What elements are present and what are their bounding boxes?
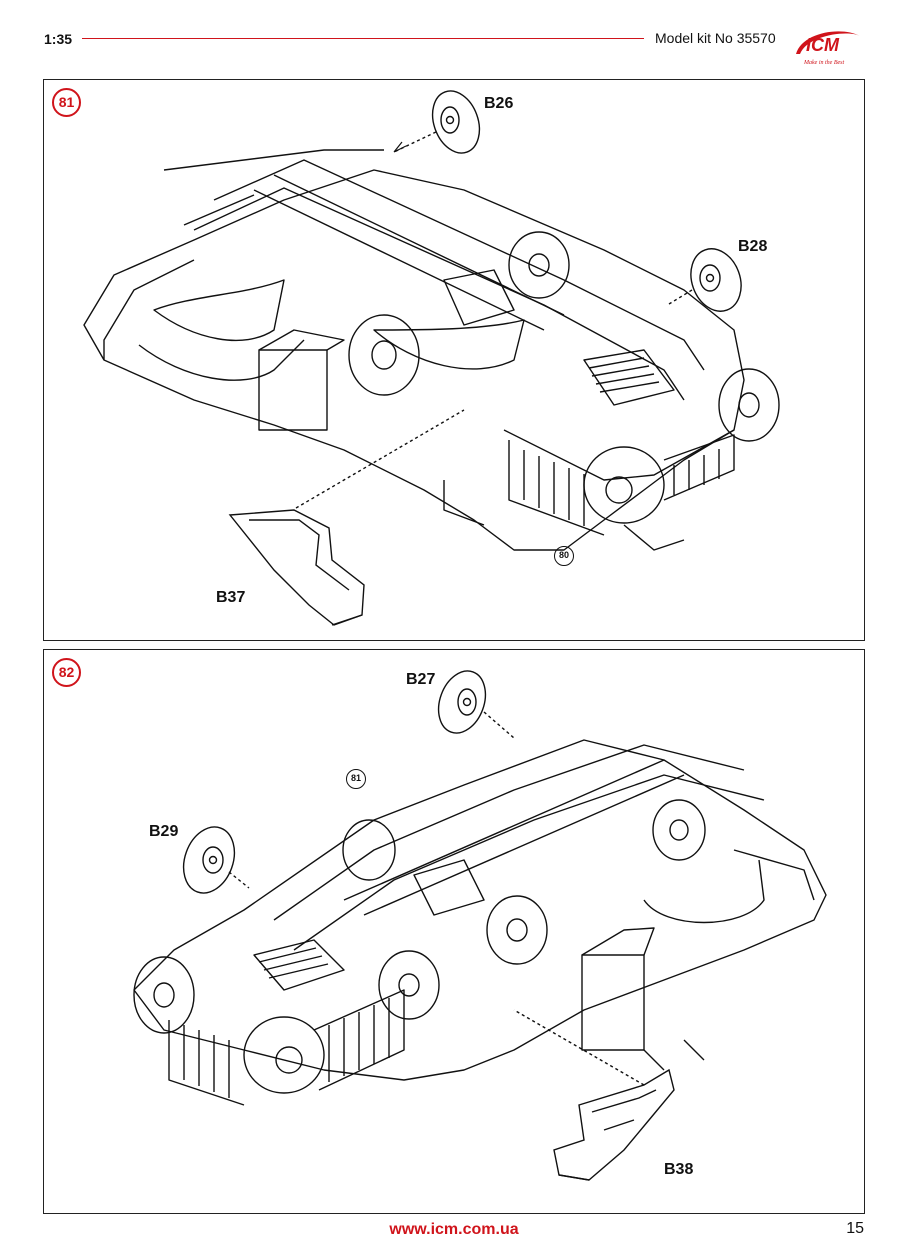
part-label-b28: B28 — [738, 238, 768, 255]
reference-step-80: 80 — [554, 546, 574, 566]
chassis-diagram — [83, 90, 780, 626]
part-label-b37: B37 — [216, 589, 246, 606]
step-number: 82 — [52, 658, 81, 687]
part-label-b26: B26 — [484, 95, 514, 112]
footer-url[interactable]: www.icm.com.ua — [389, 1221, 519, 1238]
step-number: 81 — [52, 88, 81, 117]
scale-label: 1:35 — [44, 31, 73, 47]
part-label-b38: B38 — [664, 1161, 694, 1178]
icm-logo: ICM Make in the Best — [792, 24, 864, 68]
reference-step-81: 81 — [346, 769, 366, 789]
step-82-panel: 82 — [43, 649, 865, 1214]
step-81-panel: 81 — [43, 79, 865, 641]
svg-text:Make in the Best: Make in the Best — [803, 60, 844, 66]
part-label-b29: B29 — [149, 823, 179, 840]
chassis-diagram — [133, 670, 827, 1181]
header-rule — [82, 38, 644, 39]
part-label-b27: B27 — [406, 671, 436, 688]
svg-text:ICM: ICM — [806, 35, 840, 55]
model-kit-number: Model kit No 35570 — [655, 30, 776, 46]
page-number: 15 — [846, 1220, 864, 1237]
